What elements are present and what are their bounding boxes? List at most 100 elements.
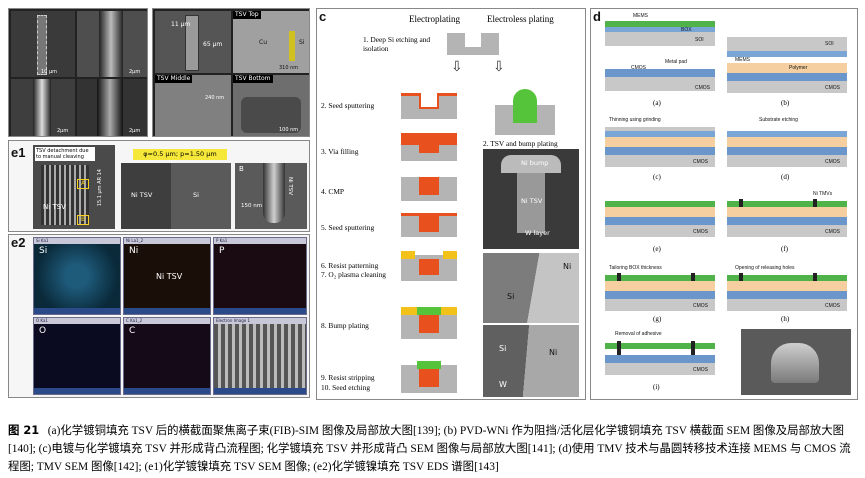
- panel-c-step-3: 3. Via filling: [321, 147, 359, 156]
- eds-ni-title: Ni La1_2: [124, 238, 210, 244]
- d-sub-a: (a): [653, 99, 661, 107]
- d-cmos-b: CMOS: [825, 85, 840, 91]
- panel-e1-phi-label: φ=0.5 μm; p=1.50 μm: [133, 149, 227, 160]
- panel-b-si-label: Si: [299, 39, 305, 46]
- panel-b-dim-11: 11 μm: [171, 21, 191, 28]
- d-cmos-f: CMOS: [825, 229, 840, 235]
- eds-electron-footer: [214, 388, 306, 394]
- d-cmos-e: CMOS: [693, 229, 708, 235]
- figure-caption-text: (a)化学镀铜填充 TSV 后的横截面聚焦离子束(FIB)-SIM 图像及局部放…: [8, 425, 851, 473]
- right-ni-bump: [513, 89, 537, 123]
- panel-a: a 10 μm 2μm 2μm 2μm: [8, 8, 148, 137]
- panel-e1-sem-main: TSV detachment due to manual cleaving A …: [33, 145, 115, 229]
- panel-b-sem-overview: 11 μm 65 μm: [155, 11, 231, 73]
- panel-a-sem-bottom-right: 2μm: [77, 79, 147, 136]
- eds-map-p: P Ka1 P: [213, 237, 307, 315]
- eds-o-label: O: [39, 326, 47, 336]
- eds-ni-label: Ni: [129, 246, 139, 256]
- panel-c-step-2: 2. Seed sputtering: [321, 101, 375, 110]
- d-polymer: Polymer: [789, 65, 808, 71]
- d-sub-i: (i): [653, 383, 660, 391]
- panel-b-scale-bot: 100 nm: [279, 127, 299, 133]
- d-cmos-g: CMOS: [693, 303, 708, 309]
- panel-c-step-7: 7. O₂ plasma cleaning: [321, 270, 386, 279]
- eds-electron-image: Electron Image 1: [213, 317, 307, 395]
- eds-si-footer: [34, 308, 120, 314]
- panel-c-sem-zoom-2: Ni Si W: [483, 325, 579, 397]
- panel-e1-si-label: Si: [193, 191, 199, 199]
- d-substrate: Substrate etching: [759, 117, 798, 123]
- panel-c-step-4: 4. CMP: [321, 187, 345, 196]
- panel-c-ni2: Ni: [549, 348, 558, 357]
- d-sub-b: (b): [781, 99, 790, 107]
- panel-e1-a-box: A: [77, 179, 89, 189]
- panel-e1-ar-label: 15.1 μm AR 14: [97, 169, 103, 207]
- d-tailoring: Tailoring BOX thickness: [609, 265, 662, 271]
- panel-a-sem-top-right: 2μm: [77, 11, 147, 77]
- panel-c: c Electroplating Electroless plating 1. …: [316, 8, 586, 400]
- eds-ni-tsv-label: Ni TSV: [156, 272, 183, 281]
- d-cmos-c: CMOS: [693, 159, 708, 165]
- eds-c-footer: [124, 388, 210, 394]
- panel-e1-ni-tsv2-label: Ni TSV: [131, 191, 153, 199]
- panel-b-tsv-top-label: TSV Top: [233, 11, 261, 19]
- panel-b-scale-top: 310 nm: [279, 65, 299, 71]
- d-cmos-a: CMOS: [631, 65, 646, 71]
- step1-via: [465, 33, 481, 47]
- panel-e1-ni-tsv-label: Ni TSV: [43, 203, 66, 211]
- d-box-a: BOX: [681, 27, 692, 33]
- panel-c-ni-bump: Ni bump: [521, 159, 549, 167]
- d-metal-pad: Metal pad: [665, 59, 687, 65]
- d-sub-h: (h): [781, 315, 790, 323]
- panel-b-sem-middle: TSV Middle 240 nm: [155, 75, 231, 136]
- panel-b: b 11 μm 65 μm TSV Top Cu Si 310 nm TSV M…: [152, 8, 310, 137]
- eds-p-title: P Ka1: [214, 238, 306, 244]
- eds-map-si: Si Ka1 Si: [33, 237, 121, 315]
- panel-b-cu-label: Cu: [259, 39, 267, 46]
- panel-a-scale-2: 2μm: [129, 69, 141, 75]
- panel-b-tsv-bottom-label: TSV Bottom: [233, 75, 273, 83]
- figure-number: 图 21: [8, 423, 40, 437]
- eds-electron-title: Electron Image 1: [214, 318, 306, 324]
- d-sub-e: (e): [653, 245, 661, 253]
- panel-a-sem-bottom-left: 2μm: [11, 79, 75, 136]
- eds-ni-footer: [124, 308, 210, 314]
- panel-c-step-8: 8. Bump plating: [321, 321, 369, 330]
- d-sub-c: (c): [653, 173, 661, 181]
- d-ni-tmvs: Ni TMVs: [813, 191, 833, 197]
- d-thinning: Thinning using grinding: [609, 117, 661, 123]
- panel-c-step-9: 9. Resist stripping: [321, 373, 375, 382]
- eds-map-ni: Ni La1_2 Ni Ni TSV: [123, 237, 211, 315]
- panel-e2: e2 Si Ka1 Si Ni La1_2 Ni Ni TSV P Ka1 P …: [8, 234, 310, 398]
- d-soi-b: SOI: [825, 41, 834, 47]
- d-mems: MEMS: [633, 13, 648, 19]
- panel-e1-nm-label: 150 nm: [241, 203, 263, 209]
- panel-c-w: W: [499, 380, 507, 389]
- d-cmos-d: CMOS: [825, 159, 840, 165]
- panel-c-heading-right: Electroless plating: [487, 14, 554, 24]
- panel-c-step-5: 5. Seed sputtering: [321, 223, 375, 232]
- eds-p-label: P: [219, 246, 225, 256]
- panel-b-sem-top: TSV Top Cu Si 310 nm: [233, 11, 309, 73]
- d-cmos-h: CMOS: [825, 303, 840, 309]
- panel-c-ni-tsv: Ni TSV: [521, 197, 543, 205]
- panel-e1-letter: e1: [11, 145, 26, 160]
- panel-e1-sem-b: B Ni TSV 150 nm: [235, 163, 307, 229]
- figure-caption: 图 21 (a)化学镀铜填充 TSV 后的横截面聚焦离子束(FIB)-SIM 图…: [8, 421, 858, 476]
- d-removal: Removal of adhesive: [615, 331, 662, 337]
- panel-e1-b-tag: B: [239, 165, 244, 173]
- panel-b-tsv-middle-label: TSV Middle: [155, 75, 193, 83]
- panel-d: d MEMS BOX SOI Metal pad CMOS CMOS (a) S…: [590, 8, 858, 400]
- eds-o-title: O Ka1: [34, 318, 120, 324]
- d-sub-d: (d): [781, 173, 790, 181]
- eds-o-footer: [34, 388, 120, 394]
- panel-a-scale-4: 2μm: [129, 128, 141, 134]
- panel-b-scale-mid: 240 nm: [205, 95, 225, 101]
- eds-si-title: Si Ka1: [34, 238, 120, 244]
- panel-e1-b-box: B: [77, 215, 89, 225]
- panel-c-si2: Si: [499, 344, 507, 353]
- panel-c-si: Si: [507, 292, 515, 301]
- eds-p-footer: [214, 308, 306, 314]
- panel-e1-detach-label: TSV detachment due to manual cleaving: [35, 147, 95, 161]
- d-sub-g: (g): [653, 315, 662, 323]
